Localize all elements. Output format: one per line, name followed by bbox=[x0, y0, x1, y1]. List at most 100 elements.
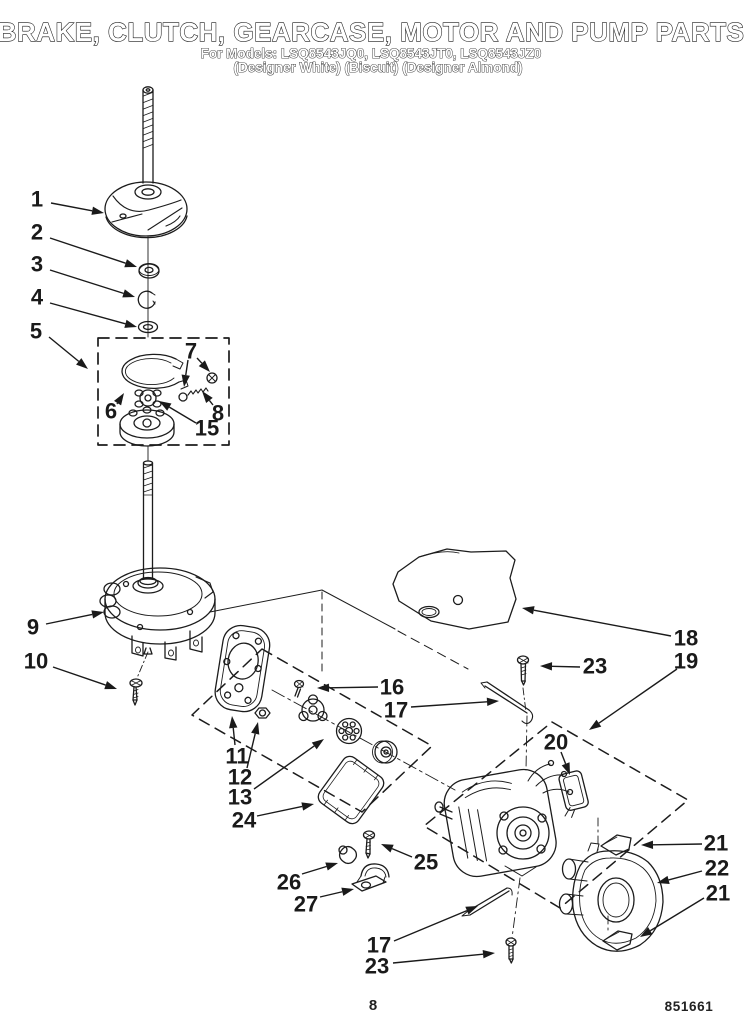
page-number: 8 bbox=[369, 997, 377, 1014]
svg-text:22: 22 bbox=[705, 856, 729, 881]
washer-2 bbox=[138, 263, 160, 279]
screw-23-lower bbox=[505, 937, 517, 964]
callout-2: 2 bbox=[31, 220, 137, 268]
drive-block bbox=[104, 181, 188, 239]
svg-text:23: 23 bbox=[583, 654, 607, 679]
spring-and-ball-7-8 bbox=[178, 372, 218, 402]
exploded-diagram bbox=[97, 86, 689, 964]
coupling-dashed-box bbox=[191, 648, 433, 813]
clip-21-upper bbox=[600, 834, 632, 856]
brake-kit-dashed-box bbox=[97, 337, 230, 446]
switch-20 bbox=[558, 770, 589, 818]
callout-4: 4 bbox=[31, 285, 137, 328]
callout-18: 18 bbox=[522, 606, 698, 651]
svg-text:20: 20 bbox=[544, 730, 568, 755]
callout-17: 17 bbox=[384, 698, 499, 723]
nut-12 bbox=[254, 707, 271, 719]
colors-subtitle: (Designer White) (Biscuit) (Designer Alm… bbox=[233, 60, 522, 75]
models-subtitle: For Models: LSQ8543JQ0, LSQ8543JT0, LSQ8… bbox=[201, 46, 542, 61]
shield-18 bbox=[392, 548, 517, 630]
callout-23: 23 bbox=[540, 654, 607, 679]
construction-lines bbox=[209, 589, 396, 630]
brake-rotor bbox=[119, 406, 175, 447]
gearcase-9 bbox=[99, 567, 216, 661]
coupling-parts bbox=[293, 679, 398, 764]
screw-10 bbox=[129, 678, 143, 706]
motor bbox=[434, 759, 574, 878]
svg-text:17: 17 bbox=[384, 698, 408, 723]
callout-5: 5 bbox=[30, 319, 88, 369]
svg-text:11: 11 bbox=[225, 744, 248, 769]
svg-text:4: 4 bbox=[31, 285, 44, 310]
callout-3: 3 bbox=[31, 252, 135, 298]
screw-25 bbox=[362, 830, 376, 859]
motor-axis-lower bbox=[511, 877, 521, 939]
callout-9: 9 bbox=[27, 610, 104, 640]
callout-22: 22 bbox=[657, 856, 729, 884]
svg-text:25: 25 bbox=[414, 850, 438, 875]
svg-text:10: 10 bbox=[24, 649, 48, 674]
pad-24 bbox=[317, 755, 385, 825]
svg-text:16: 16 bbox=[380, 675, 404, 700]
washer-4 bbox=[137, 320, 159, 334]
spline-shaft bbox=[139, 460, 157, 586]
callout-1: 1 bbox=[31, 187, 104, 215]
clamp-27 bbox=[351, 863, 390, 892]
svg-text:7: 7 bbox=[185, 339, 197, 364]
callout-11: 11 bbox=[225, 716, 249, 769]
brake-band-6 bbox=[121, 353, 189, 390]
callout-16: 16 bbox=[317, 675, 404, 700]
svg-text:13: 13 bbox=[228, 785, 252, 810]
svg-text:26: 26 bbox=[277, 870, 301, 895]
svg-text:15: 15 bbox=[195, 416, 219, 441]
agitator-shaft bbox=[142, 86, 154, 184]
page-title: BRAKE, CLUTCH, GEARCASE, MOTOR AND PUMP … bbox=[0, 17, 744, 47]
retainer-clip-3 bbox=[137, 290, 156, 309]
gasket-11 bbox=[214, 624, 271, 713]
isolator-26 bbox=[338, 845, 358, 865]
svg-text:21: 21 bbox=[706, 881, 730, 906]
callout-15: 15 bbox=[159, 401, 219, 441]
callout-21: 21 bbox=[641, 831, 728, 856]
callout-19: 19 bbox=[589, 649, 698, 730]
svg-text:5: 5 bbox=[30, 319, 42, 344]
callout-24: 24 bbox=[232, 802, 314, 833]
callout-23: 23 bbox=[365, 949, 495, 979]
callout-10: 10 bbox=[24, 649, 117, 690]
callout-20: 20 bbox=[544, 730, 570, 775]
construction-dashed-d bbox=[397, 630, 469, 670]
svg-text:8: 8 bbox=[212, 401, 224, 426]
svg-text:6: 6 bbox=[105, 399, 117, 424]
svg-text:23: 23 bbox=[365, 954, 389, 979]
callout-layer: 1234567815910111213241617181923202526272… bbox=[24, 187, 730, 979]
svg-text:9: 9 bbox=[27, 615, 39, 640]
svg-text:3: 3 bbox=[31, 252, 43, 277]
clip-21-lower bbox=[602, 930, 633, 951]
svg-text:24: 24 bbox=[232, 808, 257, 833]
document-number: 851661 bbox=[665, 999, 714, 1014]
svg-text:21: 21 bbox=[704, 831, 728, 856]
callout-13: 13 bbox=[228, 739, 324, 810]
callout-21: 21 bbox=[640, 881, 730, 937]
callout-17: 17 bbox=[367, 906, 478, 958]
svg-text:1: 1 bbox=[31, 187, 43, 212]
callout-25: 25 bbox=[381, 844, 438, 875]
screw-10-axis bbox=[136, 651, 149, 679]
callout-12: 12 bbox=[228, 722, 260, 790]
cam-15 bbox=[134, 389, 162, 408]
svg-text:19: 19 bbox=[674, 649, 698, 674]
callout-27: 27 bbox=[294, 887, 354, 917]
callout-6: 6 bbox=[105, 393, 124, 424]
svg-text:17: 17 bbox=[367, 933, 391, 958]
coupling-axis bbox=[271, 689, 456, 791]
svg-text:18: 18 bbox=[674, 626, 698, 651]
screw-23-upper bbox=[516, 655, 530, 686]
svg-text:12: 12 bbox=[228, 765, 252, 790]
callout-26: 26 bbox=[277, 862, 338, 895]
svg-text:27: 27 bbox=[294, 892, 318, 917]
callout-8: 8 bbox=[202, 391, 224, 426]
rod-17-upper bbox=[480, 681, 534, 725]
svg-text:2: 2 bbox=[31, 220, 43, 245]
